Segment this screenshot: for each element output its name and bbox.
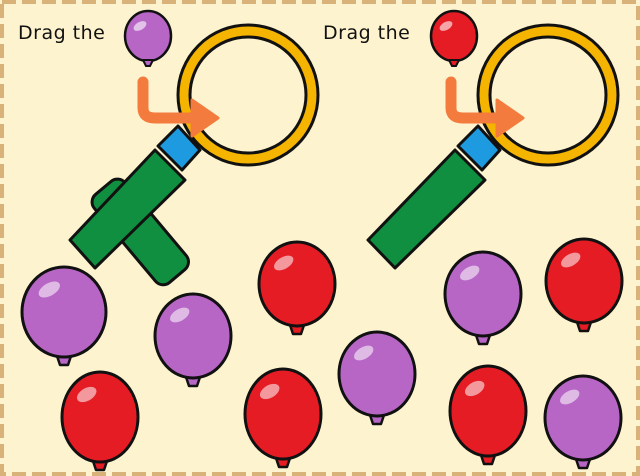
red-balloon[interactable] [257,240,337,336]
purple-balloon[interactable] [153,292,233,388]
red-balloon[interactable] [448,364,528,466]
instruction-text-right: Drag the [323,22,411,44]
magnifying-glass-icon [68,23,320,287]
purple-balloon[interactable] [543,374,623,470]
balloon-icon [429,9,479,67]
curved-arrow-icon [445,76,506,124]
purple-balloon[interactable] [337,330,417,426]
curved-arrow-icon [137,76,201,124]
red-balloon[interactable] [544,237,624,333]
balloon-icon [123,9,173,67]
balloon-field [20,237,624,472]
instruction-text-left: Drag the [18,22,106,44]
red-balloon[interactable] [243,367,323,469]
red-balloon[interactable] [60,370,140,472]
purple-balloon[interactable] [20,265,108,367]
magnifying-glass-icon [366,23,620,270]
purple-balloon[interactable] [443,250,523,346]
